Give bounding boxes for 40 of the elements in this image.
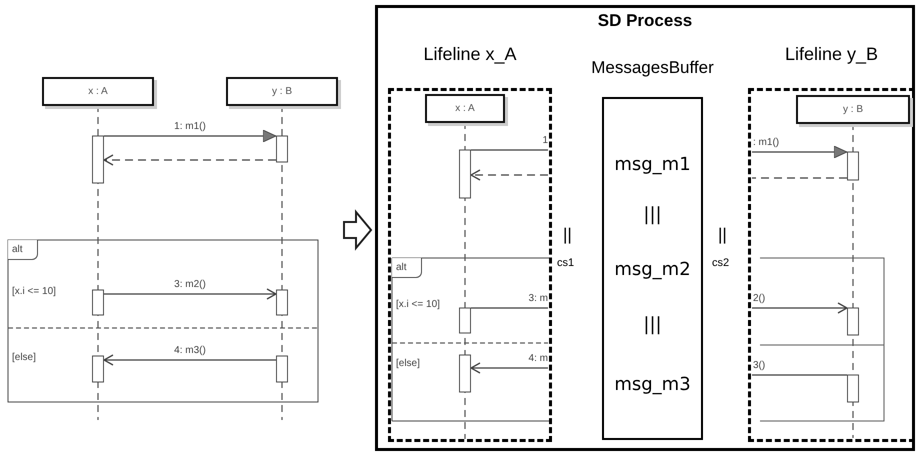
fragment-tag: alt <box>392 258 422 278</box>
lifeline-head-box: y : B <box>226 77 338 106</box>
message-label: 2() <box>753 293 766 305</box>
message-label: 1 <box>542 135 548 147</box>
panel-title: Lifeline x_A <box>422 44 518 65</box>
message-label: 4: m <box>528 353 548 365</box>
message-arrow <box>752 146 848 158</box>
message-label: 3: m2() <box>173 279 207 291</box>
message-name: msg_m1 <box>613 154 692 175</box>
lifeline-head-box: y : B <box>796 95 910 124</box>
guard-condition: [x.i <= 10] <box>12 286 56 297</box>
guard-condition: [x.i <= 10] <box>396 299 440 310</box>
panel-title: Lifeline y_B <box>784 44 880 65</box>
parallel-operator: || <box>563 225 572 245</box>
message-arrow <box>104 288 277 300</box>
fragment-tag: alt <box>8 240 38 260</box>
buffer-title: MessagesBuffer <box>590 58 715 78</box>
lifeline-head-box: x : A <box>425 94 505 123</box>
message-arrow <box>470 362 548 374</box>
channel-label: cs1 <box>557 257 574 269</box>
message-label: 1: m1() <box>173 121 207 133</box>
process-frame <box>375 5 915 451</box>
message-name: msg_m2 <box>613 259 692 280</box>
message-label: : m1() <box>753 137 780 149</box>
block-arrow <box>343 209 372 251</box>
message-arrow <box>752 302 848 314</box>
parallel-operator: || <box>718 225 727 245</box>
message-label: 3() <box>753 360 766 372</box>
dashed-arrow <box>470 169 548 181</box>
message-name: msg_m3 <box>613 374 692 395</box>
message-arrow <box>103 354 276 366</box>
message-label: 4: m3() <box>173 345 207 357</box>
frame-title: SD Process <box>596 11 694 31</box>
parallel-operator: ||| <box>642 314 663 335</box>
dashed-arrow <box>103 154 276 166</box>
channel-label: cs2 <box>712 257 730 269</box>
parallel-operator: ||| <box>642 204 663 225</box>
lifeline-head-box: x : A <box>42 77 154 106</box>
message-label: 3: m <box>528 293 548 305</box>
message-arrow <box>104 130 276 142</box>
